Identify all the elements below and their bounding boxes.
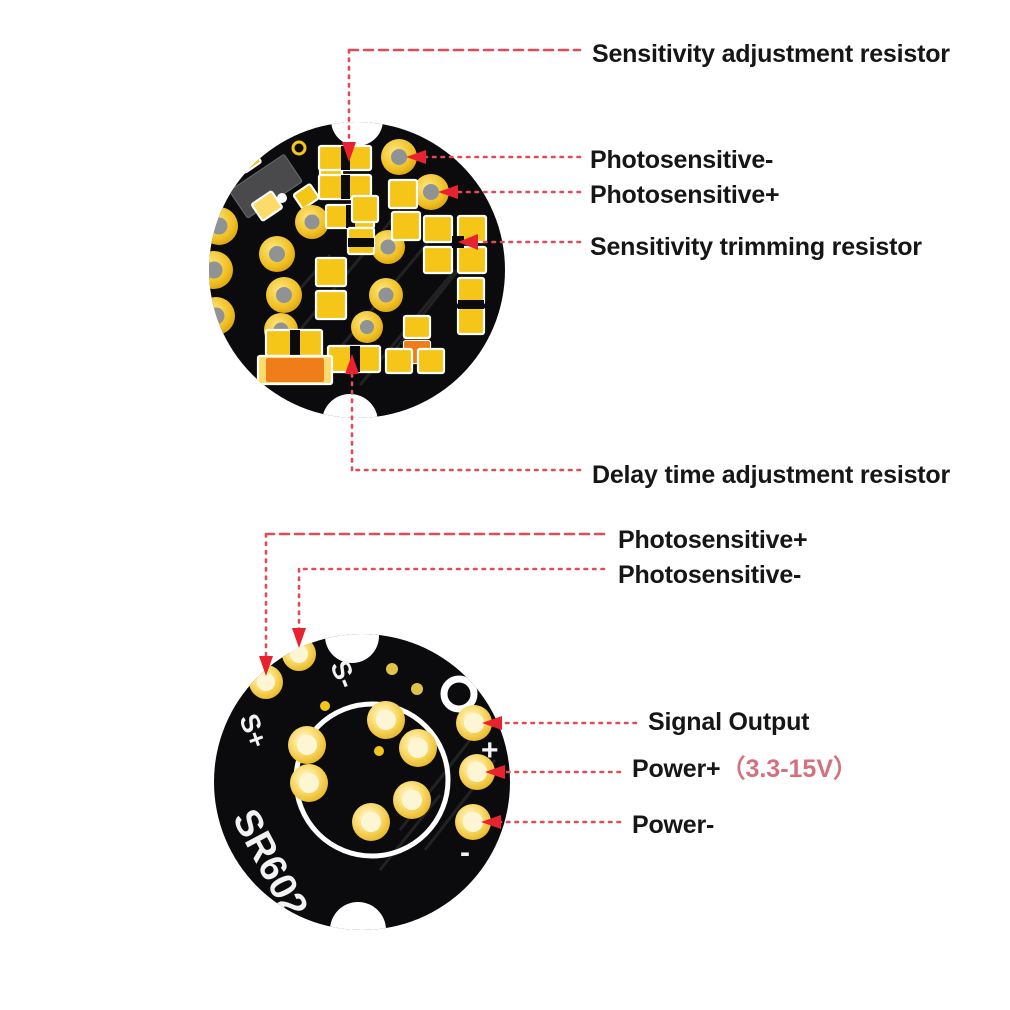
silk-label-plus: + (481, 734, 499, 767)
silk-output-ring (440, 675, 478, 713)
callout-photosensitive-negative-bottom: Photosensitive- (618, 563, 801, 588)
silk-label-minus: - (460, 836, 470, 869)
photosensitive-pad-positive (413, 174, 449, 210)
callout-label-text: Photosensitive- (590, 146, 774, 174)
callout-power-negative: Power- (632, 813, 714, 838)
solder-pads-inner (288, 701, 437, 841)
callout-label-text: Photosensitive+ (590, 181, 780, 209)
callout-leaders (259, 48, 638, 829)
callout-photosensitive-positive-top: Photosensitive+ (590, 181, 780, 209)
callout-power-positive: Power+（3.3-15V） (632, 757, 858, 782)
through-hole-pads (209, 205, 405, 347)
tantalum-capacitor (266, 358, 324, 382)
pad-power-positive (459, 754, 495, 790)
power-voltage-range: （3.3-15V） (720, 755, 858, 783)
callout-label-text: Power- (632, 811, 715, 839)
callout-label-text: Photosensitive- (618, 561, 802, 589)
photosensitive-pad-negative (381, 139, 417, 175)
callout-photosensitive-positive-bottom: Photosensitive+ (618, 526, 808, 554)
callout-label-text: Sensitivity adjustment resistor (592, 40, 950, 68)
callout-label-text: Signal Output (648, 708, 810, 736)
pad-signal-output (456, 705, 492, 741)
callout-signal-output: Signal Output (648, 710, 809, 735)
callout-label-text: Power+ (632, 755, 721, 783)
callout-sensitivity-adjustment-resistor: Sensitivity adjustment resistor (592, 42, 950, 67)
callout-label-text: Photosensitive+ (618, 526, 808, 554)
bottom-board: S- S+ + - SR602 (214, 634, 510, 930)
callout-delay-time-adjustment-resistor: Delay time adjustment resistor (592, 463, 950, 488)
callout-label-text: Delay time adjustment resistor (592, 461, 951, 489)
smd-pads (256, 144, 488, 386)
callout-label-text: Sensitivity trimming resistor (590, 233, 922, 261)
callout-sensitivity-trimming-resistor: Sensitivity trimming resistor (590, 235, 922, 260)
callout-photosensitive-negative-top: Photosensitive- (590, 148, 773, 173)
top-board (209, 122, 505, 418)
pad-power-negative (455, 804, 491, 840)
